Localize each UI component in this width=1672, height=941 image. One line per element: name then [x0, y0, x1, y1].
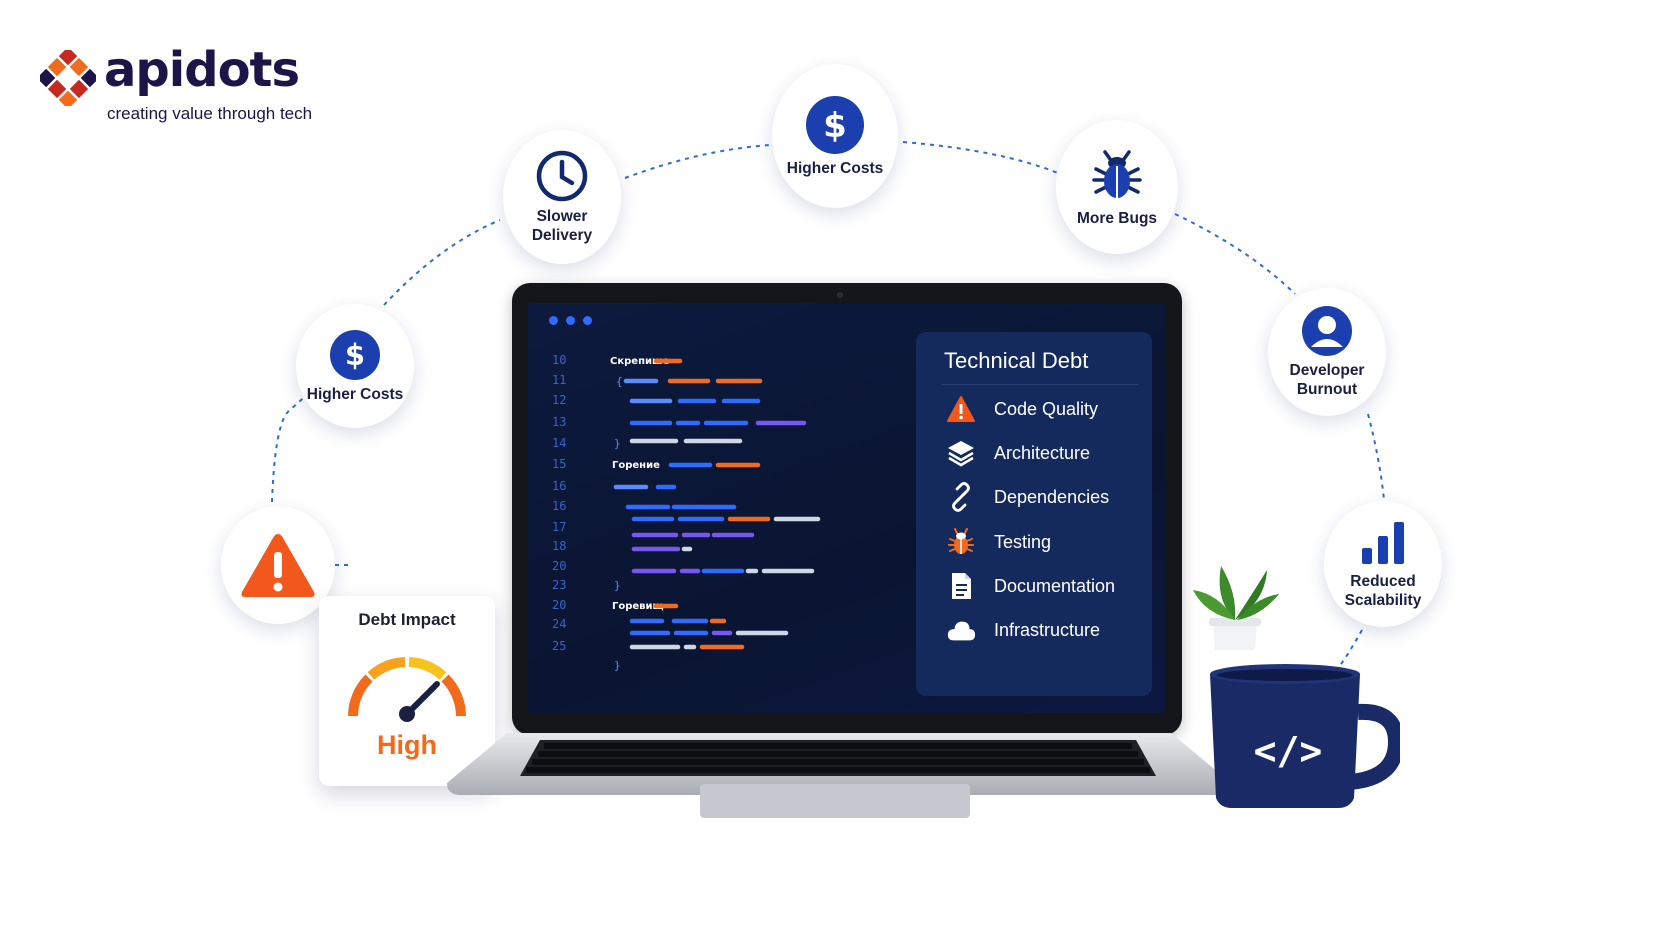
brand-name: apidots [104, 42, 300, 98]
line-number: 20 [552, 559, 566, 573]
line-number: 18 [552, 539, 566, 553]
panel-item-testing: Testing [946, 527, 1051, 557]
panel-item-infrastructure: Infrastructure [946, 615, 1100, 645]
panel-item-label: Infrastructure [994, 619, 1101, 640]
svg-text:$: $ [823, 106, 847, 146]
line-number: 11 [552, 373, 566, 387]
bug-icon [1092, 149, 1142, 198]
window-dot [566, 316, 575, 325]
panel-item-label: Testing [994, 531, 1052, 552]
brand-tagline: creating value through tech [107, 104, 313, 123]
person-icon [1302, 306, 1352, 356]
window-dot [583, 316, 592, 325]
svg-text:$: $ [345, 338, 365, 372]
node-more-bugs: More Bugs [1056, 120, 1178, 254]
clock-icon [536, 150, 588, 202]
node-higher-costs-top: $ Higher Costs [772, 64, 898, 208]
node-label: Reduced Scalability [1344, 573, 1422, 609]
code-brace: } [614, 437, 621, 450]
panel-title: Technical Debt [944, 348, 1089, 373]
code-brace: } [614, 659, 621, 672]
document-icon [946, 571, 976, 601]
node-label: More Bugs [1076, 209, 1158, 227]
node-slower-delivery: Slower Delivery [503, 130, 621, 264]
node-label: Developer Burnout [1289, 362, 1365, 398]
node-label: Slower Delivery [531, 208, 593, 244]
panel-item-label: Code Quality [994, 398, 1099, 419]
panel-divider [942, 384, 1138, 385]
laptop-screen: 10 11 12 13 14 15 16 16 17 18 20 23 20 2… [528, 303, 1166, 713]
panel-item-dependencies: Dependencies [946, 482, 1109, 512]
debt-impact-card: Debt Impact High [319, 596, 495, 786]
node-warning [221, 506, 335, 624]
code-keyword: Горевищ [612, 601, 664, 612]
laptop-camera [837, 292, 843, 298]
dollar-icon: $ [806, 95, 864, 154]
line-number: 14 [552, 436, 566, 450]
node-developer-burnout: Developer Burnout [1268, 288, 1386, 416]
debt-impact-value: High [377, 730, 437, 760]
code-keyword: Горение [612, 460, 660, 471]
line-number: 24 [552, 617, 566, 631]
node-higher-costs-left: $ Higher Costs [296, 304, 414, 428]
line-number: 23 [552, 578, 566, 592]
line-number: 20 [552, 598, 566, 612]
gauge-icon [348, 657, 466, 722]
node-label: Higher Costs [306, 385, 404, 403]
code-editor: 10 11 12 13 14 15 16 16 17 18 20 23 20 2… [552, 353, 821, 672]
technical-debt-panel: Technical Debt Code Quality Architecture… [916, 332, 1152, 696]
panel-item-code-quality: Code Quality [946, 394, 1098, 424]
line-number: 12 [552, 393, 566, 407]
dollar-icon: $ [330, 329, 380, 380]
cloud-icon [946, 615, 976, 645]
node-reduced-scalability: Reduced Scalability [1324, 501, 1442, 627]
link-icon [946, 482, 976, 512]
line-number: 16 [552, 479, 566, 493]
line-number: 10 [552, 353, 566, 367]
panel-item-documentation: Documentation [946, 571, 1115, 601]
trackpad [700, 784, 970, 818]
code-brace: } [614, 579, 621, 592]
panel-item-architecture: Architecture [946, 438, 1090, 468]
mug-label: </> [1254, 729, 1323, 773]
plant-icon [1193, 566, 1279, 650]
apidots-logo-icon [40, 50, 96, 106]
line-number: 15 [552, 457, 566, 471]
panel-item-label: Architecture [994, 442, 1091, 463]
code-keyword: Скрепише [610, 356, 670, 367]
layers-icon [946, 438, 976, 468]
code-mug-icon: </> [1210, 664, 1400, 808]
code-brace: { [616, 375, 623, 388]
panel-item-label: Documentation [994, 575, 1116, 596]
warning-icon [241, 534, 315, 597]
warning-icon [946, 394, 976, 424]
debt-impact-title: Debt Impact [358, 610, 456, 629]
line-number: 25 [552, 639, 566, 653]
node-label: Higher Costs [786, 159, 884, 177]
panel-item-label: Dependencies [994, 486, 1110, 507]
line-number: 13 [552, 415, 566, 429]
bug-icon [946, 527, 976, 557]
window-dot [549, 316, 558, 325]
bar-chart-icon [1362, 522, 1404, 564]
line-number: 16 [552, 499, 566, 513]
line-number: 17 [552, 520, 566, 534]
keyboard [520, 740, 1156, 776]
